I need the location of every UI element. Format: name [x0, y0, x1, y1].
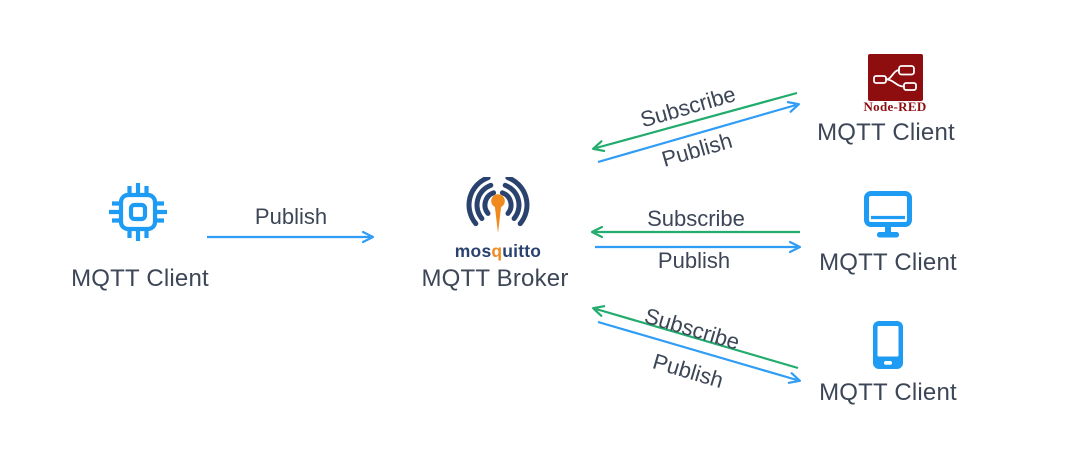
subscriber-3-label: MQTT Client	[819, 379, 957, 406]
mobile-icon	[873, 321, 903, 369]
mosquitto-wordmark-q: q	[491, 241, 503, 261]
subscriber-2-label: MQTT Client	[819, 249, 957, 276]
mosquitto-wordmark: mosquitto	[445, 241, 551, 262]
publish-label-middle: Publish	[658, 248, 730, 273]
subscribe-arrow-top	[592, 91, 798, 153]
mqtt-broker-node: mosquitto	[445, 175, 551, 262]
node-red-wordmark: Node-RED	[863, 99, 927, 114]
chip-icon	[109, 183, 167, 241]
subscribe-label-bottom: Subscribe	[642, 303, 743, 355]
subscribe-label-top: Subscribe	[637, 81, 738, 132]
desktop-icon	[864, 191, 912, 238]
publish-arrow-top	[597, 101, 800, 164]
broker-label: MQTT Broker	[421, 265, 569, 292]
publish-label-left: Publish	[255, 204, 327, 229]
mosquitto-logo-icon	[466, 175, 530, 233]
mosquitto-wordmark-part3: uitto	[502, 241, 542, 261]
subscriber-1-label: MQTT Client	[817, 119, 955, 146]
node-red-flow-glyph	[873, 65, 917, 91]
mosquitto-wordmark-part1: mos	[454, 241, 492, 261]
publisher-label: MQTT Client	[71, 265, 209, 292]
subscribe-label-middle: Subscribe	[647, 206, 745, 231]
publish-arrow-bottom	[597, 320, 801, 384]
node-red-icon	[868, 54, 923, 101]
subscribe-arrow-bottom	[592, 305, 799, 370]
